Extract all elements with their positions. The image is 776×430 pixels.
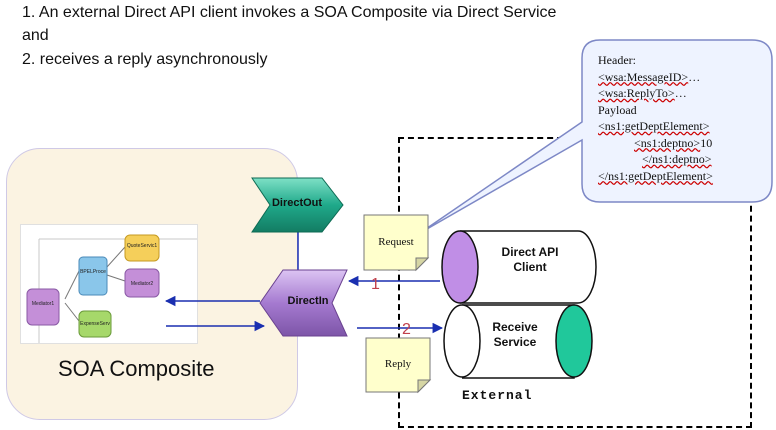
reply-note — [365, 337, 432, 394]
mediator2-label: Mediator2 — [130, 281, 154, 287]
bubble-header-label: Header: — [598, 53, 636, 67]
quote-service-label: QuoteServic1 — [126, 243, 158, 249]
composite-inner-svg — [26, 234, 197, 343]
receive-service-cylinder[interactable] — [443, 304, 593, 379]
heading-line-1: 1. An external Direct API client invokes… — [22, 4, 557, 21]
direct-api-client-cylinder[interactable] — [441, 230, 597, 304]
heading-line-3: 2. receives a reply asynchronously — [22, 51, 268, 68]
bubble-deptno-open: <ns1:deptno> — [634, 135, 701, 150]
receive-service-label: Receive Service — [474, 320, 556, 350]
quote-service-node — [124, 234, 160, 262]
direct-api-client-line-2: Client — [513, 260, 547, 274]
mediator1-label: Mediator1 — [31, 301, 55, 307]
receive-service-line-2: Service — [493, 335, 537, 349]
bubble-reply-to-line: <wsa:ReplyTo>… — [598, 85, 768, 102]
bubble-payload-label: Payload — [598, 102, 637, 117]
soa-composite-label: SOA Composite — [58, 356, 215, 381]
bpel-process-label: BPELProce — [80, 269, 106, 275]
direct-out-service[interactable] — [251, 177, 344, 233]
bubble-deptno-close: </ns1:deptno> — [642, 152, 712, 166]
direct-api-client-line-1: Direct API — [501, 245, 559, 259]
mediator1-node — [26, 288, 60, 326]
bubble-element-close: </ns1:getDeptElement> — [598, 168, 713, 183]
direct-out-label: DirectOut — [271, 197, 323, 209]
message-callout-text: Header: <wsa:MessageID>… <wsa:ReplyTo>… … — [598, 52, 768, 184]
step-number-1: 1 — [371, 276, 380, 293]
expense-service-node — [78, 310, 112, 338]
message-callout — [419, 39, 773, 234]
step-number-2: 2 — [402, 321, 411, 338]
direct-in-label: DirectIn — [287, 295, 329, 307]
bubble-element-open: <ns1:getDeptElement> — [598, 119, 710, 133]
external-label: External — [462, 388, 533, 403]
heading-line-2: and — [22, 27, 49, 44]
mediator2-node — [124, 268, 160, 298]
bubble-message-id-tag: <wsa:MessageID> — [598, 69, 689, 84]
composite-inner-diagram: Mediator1 BPELProce QuoteServic1 Mediato… — [20, 224, 198, 344]
bubble-deptno-value: 10 — [700, 135, 713, 150]
direct-api-client-label: Direct API Client — [488, 245, 572, 275]
bubble-reply-to-tag: <wsa:ReplyTo> — [598, 86, 675, 100]
bubble-message-id-rest: … — [688, 69, 701, 84]
bubble-deptno-line: <ns1:deptno>10 — [598, 135, 768, 152]
expense-service-label: ExpenseServ — [80, 321, 110, 327]
direct-in-service[interactable] — [259, 269, 348, 337]
bubble-message-id-line: <wsa:MessageID>… — [598, 69, 768, 86]
request-note-label: Request — [378, 236, 414, 248]
receive-service-line-1: Receive — [492, 320, 538, 334]
request-note — [363, 214, 430, 272]
bubble-reply-to-rest: … — [674, 86, 687, 100]
reply-note-label: Reply — [384, 358, 412, 370]
bpel-process-node — [78, 256, 108, 296]
